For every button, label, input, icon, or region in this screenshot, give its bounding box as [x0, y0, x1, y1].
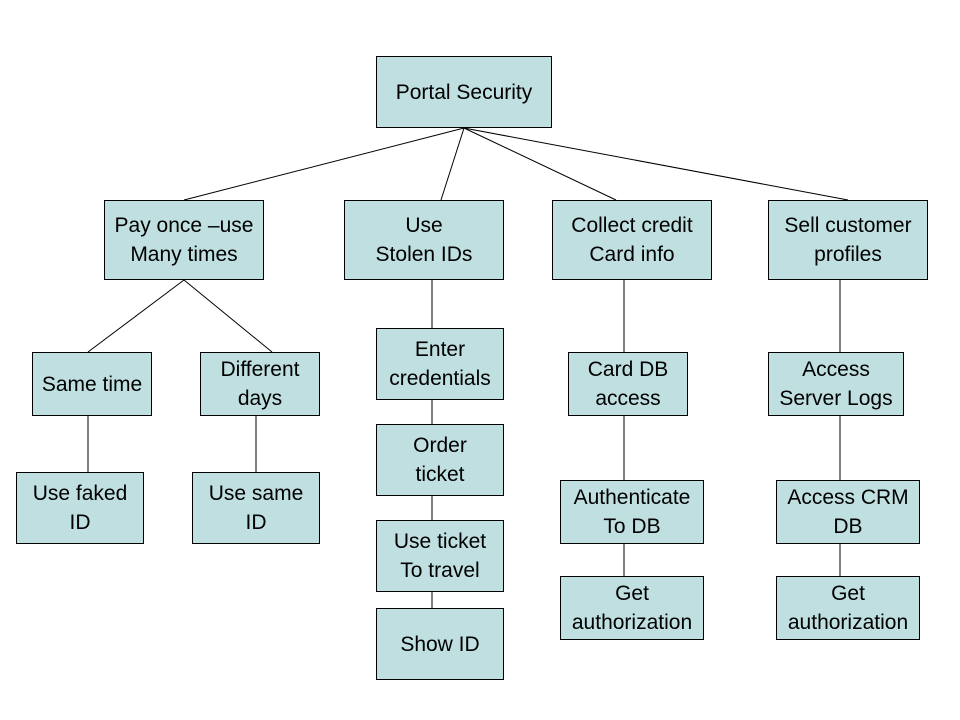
node-label: Order ticket [413, 434, 467, 486]
node-get-authorization-card: Get authorization [560, 576, 704, 640]
node-label: Pay once –use Many times [114, 214, 254, 266]
node-access-crm-db: Access CRM DB [776, 480, 920, 544]
node-pay-once-use-many-times: Pay once –use Many times [104, 200, 264, 280]
node-label: Portal Security [395, 80, 533, 104]
node-authenticate-to-db: Authenticate To DB [560, 480, 704, 544]
node-label: Authenticate To DB [573, 486, 691, 538]
edge-pay-once-different-days [183, 279, 273, 353]
node-label: Collect credit Card info [571, 214, 693, 266]
edge-root-stolen-ids [440, 127, 465, 201]
node-label: Use faked ID [32, 482, 128, 534]
node-label: Enter credentials [389, 338, 491, 390]
node-label: Access Server Logs [779, 358, 893, 410]
node-label: Use Stolen IDs [375, 214, 473, 266]
node-sell-customer-profiles: Sell customer profiles [768, 200, 928, 280]
node-label: Card DB access [587, 358, 669, 410]
node-access-server-logs: Access Server Logs [768, 352, 904, 416]
node-same-time: Same time [32, 352, 152, 416]
edge-pay-once-same-time [87, 279, 185, 353]
node-label: Sell customer profiles [784, 214, 912, 266]
node-label: Use same ID [208, 482, 304, 534]
node-label: Access CRM DB [787, 486, 909, 538]
node-use-same-id: Use same ID [192, 472, 320, 544]
node-show-id: Show ID [376, 608, 504, 680]
node-label: Different days [220, 358, 300, 410]
edge-root-pay-once [183, 127, 465, 201]
node-label: Get authorization [787, 582, 909, 634]
node-enter-credentials: Enter credentials [376, 328, 504, 400]
node-different-days: Different days [200, 352, 320, 416]
node-collect-credit-card-info: Collect credit Card info [552, 200, 712, 280]
node-portal-security: Portal Security [376, 56, 552, 128]
node-use-ticket-to-travel: Use ticket To travel [376, 520, 504, 592]
node-label: Same time [41, 372, 143, 396]
node-get-authorization-crm: Get authorization [776, 576, 920, 640]
node-use-stolen-ids: Use Stolen IDs [344, 200, 504, 280]
node-card-db-access: Card DB access [568, 352, 688, 416]
edge-root-sell-profiles [463, 127, 849, 201]
node-label: Get authorization [571, 582, 693, 634]
node-use-faked-id: Use faked ID [16, 472, 144, 544]
node-order-ticket: Order ticket [376, 424, 504, 496]
node-label: Use ticket To travel [393, 530, 487, 582]
node-label: Show ID [400, 632, 480, 656]
edge-root-credit-card [463, 127, 617, 201]
